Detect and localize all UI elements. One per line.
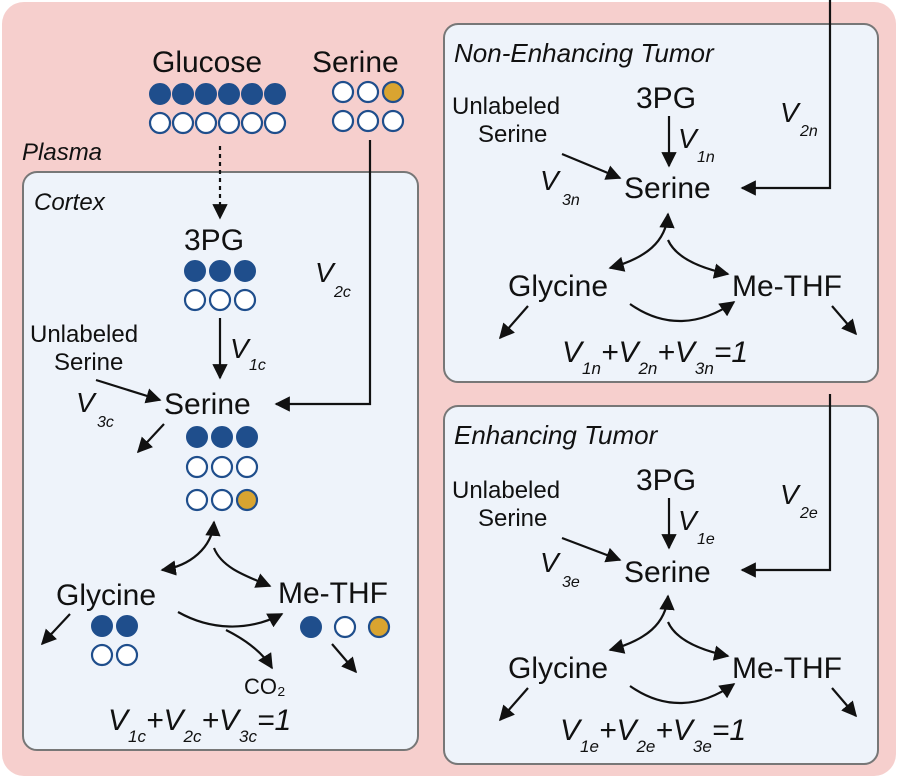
cortex-serine-dots: [185, 426, 259, 512]
cortex-v2-label: V: [315, 257, 336, 288]
non-enhancing-v1-sub: 1n: [697, 149, 715, 166]
non-enhancing-glycine-label: Glycine: [508, 270, 608, 303]
non-enhancing-glycine-efflux-arrow: [498, 305, 529, 340]
non-enhancing-panel: [443, 23, 879, 383]
non-enhancing-v3-label: V: [540, 165, 561, 196]
non-enhancing-v2-arrow: [740, 0, 832, 196]
glucose-unlabeled-dots: [148, 111, 287, 135]
cortex-methf-label: Me-THF: [278, 577, 388, 610]
enhancing-v2-sub: 2e: [799, 505, 818, 522]
cortex-serine-label: Serine: [164, 388, 251, 421]
non-enhancing-v3-sub: 3n: [562, 192, 580, 209]
cortex-glycine-dots: [90, 615, 139, 667]
cortex-v2-arrow: [274, 140, 372, 412]
non-enhancing-unlabeled-serine-label: Serine: [478, 121, 547, 148]
non-enhancing-serine-label: Serine: [624, 172, 711, 205]
cortex-methf-efflux-arrow: [331, 643, 358, 674]
non-enhancing-methf-efflux-arrow: [831, 305, 858, 336]
cortex-shmt-to-methf: [212, 547, 272, 588]
enhancing-v3-label: V: [540, 547, 561, 578]
cortex-v3-sub: 3c: [97, 414, 114, 431]
cortex-v2-sub: 2c: [333, 284, 351, 301]
cortex-3pg-dots: [183, 260, 257, 312]
enhancing-glycine-label: Glycine: [508, 652, 608, 685]
cortex-3pg-label: 3PG: [184, 224, 244, 257]
cortex-v3-label: V: [76, 387, 97, 418]
cortex-serine-efflux-arrow: [136, 423, 165, 454]
enhancing-unlabeled-serine-label: Serine: [478, 505, 547, 532]
non-enhancing-methf-label: Me-THF: [732, 270, 842, 303]
enhancing-v3-arrow: [561, 536, 622, 563]
cortex-methf-dots: [300, 615, 391, 639]
non-enhancing-title: Non-Enhancing Tumor: [454, 38, 715, 68]
glucose-labeled-dots: [149, 83, 286, 105]
enhancing-v1-sub: 1e: [697, 531, 715, 548]
enhancing-methf-efflux-arrow: [831, 687, 858, 718]
non-enhancing-equation: V1n+V2n+V3n=1: [562, 336, 748, 378]
cortex-v3-arrow: [95, 378, 162, 404]
enhancing-title: Enhancing Tumor: [454, 420, 659, 450]
non-enhancing-3pg-label: 3PG: [636, 82, 696, 115]
non-enhancing-shmt-reaction: [608, 212, 675, 272]
cortex-equation: V1c+V2c+V3c=1: [108, 704, 291, 746]
non-enhancing-gcs-arrow: [629, 301, 736, 323]
enhancing-3pg-label: 3PG: [636, 464, 696, 497]
co2-label: CO₂: [244, 674, 286, 699]
non-enhancing-v2-label: V: [780, 97, 801, 128]
glucose-label: Glucose: [152, 46, 262, 79]
cortex-unlabeled-serine-label: Serine: [54, 349, 123, 376]
non-enhancing-v1-label: V: [678, 123, 699, 154]
cortex-v1-sub: 1c: [249, 357, 266, 374]
enhancing-panel: [443, 405, 879, 765]
enhancing-glycine-efflux-arrow: [498, 687, 529, 722]
enhancing-unlabeled-label: Unlabeled: [452, 477, 560, 504]
cortex-unlabeled-label: Unlabeled: [30, 321, 138, 348]
plasma-serine-label: Serine: [312, 46, 399, 79]
enhancing-gcs-arrow: [629, 683, 736, 705]
non-enhancing-v3-arrow: [561, 152, 622, 180]
cortex-gcs-to-methf: [177, 611, 284, 628]
cortex-title: Cortex: [34, 189, 106, 216]
non-enhancing-unlabeled-label: Unlabeled: [452, 93, 560, 120]
enhancing-equation: V1e+V2e+V3e=1: [560, 714, 746, 756]
cortex-shmt-reaction: [160, 520, 221, 576]
cortex-v1-label: V: [230, 333, 251, 364]
enhancing-v2-label: V: [780, 479, 801, 510]
non-enhancing-shmt-to-methf: [666, 239, 730, 279]
plasma-serine-dots: [331, 80, 405, 133]
non-enhancing-v2-sub: 2n: [799, 123, 818, 140]
plasma-label: Plasma: [22, 139, 102, 166]
cortex-glycine-efflux-arrow: [40, 613, 71, 646]
enhancing-shmt-to-methf: [666, 621, 730, 661]
enhancing-v1-label: V: [678, 505, 699, 536]
cortex-glycine-label: Glycine: [56, 579, 156, 612]
cortex-gcs-to-co2: [225, 629, 273, 670]
enhancing-shmt-reaction: [608, 594, 675, 654]
enhancing-v2-arrow: [740, 394, 832, 578]
enhancing-methf-label: Me-THF: [732, 652, 842, 685]
enhancing-serine-label: Serine: [624, 556, 711, 589]
enhancing-v3-sub: 3e: [562, 574, 580, 591]
